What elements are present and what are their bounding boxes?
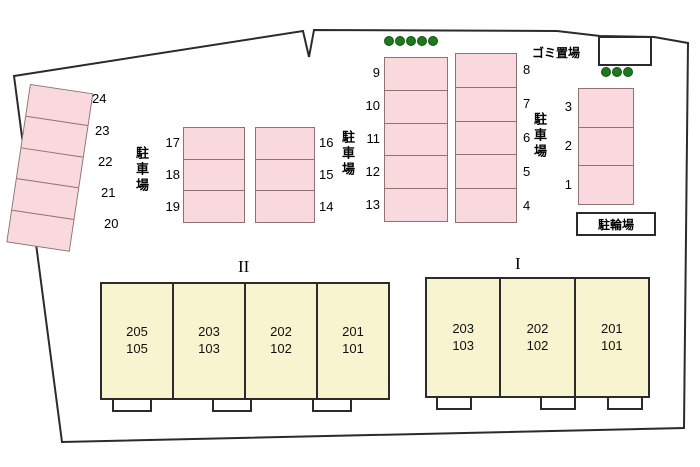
unit-number-lower: 103 bbox=[198, 341, 220, 356]
unit-number-lower: 102 bbox=[270, 341, 292, 356]
tree-icon bbox=[623, 67, 633, 77]
stall-number: 16 bbox=[319, 135, 334, 150]
tree-icon bbox=[395, 36, 405, 46]
parking-area-label: 駐車場 bbox=[532, 112, 547, 160]
entrance-porch bbox=[212, 398, 252, 412]
unit-number-upper: 203 bbox=[198, 324, 220, 340]
parking-area-label: 駐車場 bbox=[340, 130, 355, 178]
unit-number-upper: 205 bbox=[126, 324, 148, 340]
unit-number-upper: 202 bbox=[526, 320, 549, 336]
stall-number: 5 bbox=[523, 164, 531, 179]
tree-icon bbox=[384, 36, 394, 46]
stall-number: 23 bbox=[95, 123, 110, 138]
stall-number: 14 bbox=[319, 199, 334, 214]
stall-number: 8 bbox=[523, 62, 531, 77]
parking-stall bbox=[456, 188, 516, 222]
building-2: 205 105 203 103 202 102 201 101 bbox=[100, 282, 390, 400]
garbage-area-label: ゴミ置場 bbox=[532, 46, 581, 60]
parking-stall bbox=[456, 86, 516, 121]
stall-number: 19 bbox=[165, 199, 180, 214]
tree-icon bbox=[406, 36, 416, 46]
stall-number: 3 bbox=[564, 99, 572, 114]
stall-number: 12 bbox=[365, 164, 380, 179]
unit-number-upper: 203 bbox=[452, 320, 475, 336]
unit-number-lower: 101 bbox=[342, 341, 364, 356]
parking-group-mid-left bbox=[183, 127, 245, 223]
stall-number: 9 bbox=[372, 65, 380, 80]
parking-stall bbox=[184, 158, 244, 191]
parking-area-label: 駐車場 bbox=[134, 146, 149, 194]
tree-icon bbox=[601, 67, 611, 77]
parking-stall bbox=[256, 128, 314, 159]
stall-number: 13 bbox=[365, 197, 380, 212]
stall-number: 2 bbox=[564, 138, 572, 153]
stall-number: 15 bbox=[319, 167, 334, 182]
parking-stall bbox=[184, 190, 244, 223]
unit-number-lower: 101 bbox=[600, 337, 623, 353]
unit-cell: 202 102 bbox=[244, 284, 316, 398]
entrance-porch bbox=[607, 396, 643, 410]
unit-cell: 203 103 bbox=[427, 279, 499, 396]
unit-number-lower: 102 bbox=[526, 337, 549, 353]
tree-icon bbox=[428, 36, 438, 46]
unit-number-upper: 201 bbox=[342, 324, 364, 340]
building-2-label: II bbox=[238, 257, 250, 276]
stall-number: 17 bbox=[165, 135, 180, 150]
parking-stall bbox=[385, 188, 447, 221]
stall-number: 11 bbox=[366, 131, 381, 146]
stall-number: 22 bbox=[98, 154, 113, 169]
entrance-porch bbox=[112, 398, 152, 412]
bicycle-parking-label: 駐輪場 bbox=[597, 217, 634, 232]
stall-number: 24 bbox=[92, 91, 107, 106]
parking-stall bbox=[256, 190, 314, 223]
parking-stall bbox=[385, 122, 447, 156]
parking-group-center-left bbox=[384, 57, 448, 222]
unit-number-lower: 103 bbox=[452, 337, 475, 353]
parking-stall bbox=[256, 158, 314, 191]
stall-number: 10 bbox=[365, 98, 380, 113]
unit-number-upper: 201 bbox=[600, 320, 623, 336]
garbage-area-box bbox=[598, 36, 652, 66]
parking-stall bbox=[579, 165, 633, 205]
stall-number: 4 bbox=[523, 198, 531, 213]
parking-stall bbox=[385, 58, 447, 90]
unit-number-upper: 202 bbox=[270, 324, 292, 340]
unit-number-lower: 105 bbox=[126, 341, 148, 356]
parking-stall bbox=[385, 155, 447, 189]
building-1-label: I bbox=[515, 254, 521, 273]
unit-cell: 202 102 bbox=[499, 279, 573, 396]
entrance-porch bbox=[540, 396, 576, 410]
entrance-porch bbox=[436, 396, 472, 410]
parking-group-mid-right bbox=[255, 127, 315, 223]
unit-cell: 201 101 bbox=[573, 279, 648, 396]
parking-group-center-right bbox=[455, 53, 517, 223]
tree-icon bbox=[417, 36, 427, 46]
parking-stall bbox=[579, 89, 633, 127]
unit-cell: 205 105 bbox=[102, 284, 172, 398]
unit-cell: 201 101 bbox=[316, 284, 388, 398]
parking-stall bbox=[385, 89, 447, 123]
stall-number: 18 bbox=[165, 167, 180, 182]
stall-number: 20 bbox=[104, 216, 119, 231]
building-1: 203 103 202 102 201 101 bbox=[425, 277, 650, 398]
stall-number: 1 bbox=[564, 177, 572, 192]
stall-number: 21 bbox=[101, 185, 116, 200]
stall-number: 7 bbox=[523, 96, 531, 111]
parking-group-right bbox=[578, 88, 634, 205]
parking-stall bbox=[456, 120, 516, 155]
parking-stall bbox=[579, 126, 633, 166]
unit-cell: 203 103 bbox=[172, 284, 244, 398]
parking-stall bbox=[456, 154, 516, 189]
parking-stall bbox=[184, 128, 244, 159]
tree-icon bbox=[612, 67, 622, 77]
stall-number: 6 bbox=[523, 130, 531, 145]
entrance-porch bbox=[312, 398, 352, 412]
parking-stall bbox=[456, 54, 516, 87]
bicycle-parking-sign: 駐輪場 bbox=[576, 212, 656, 236]
